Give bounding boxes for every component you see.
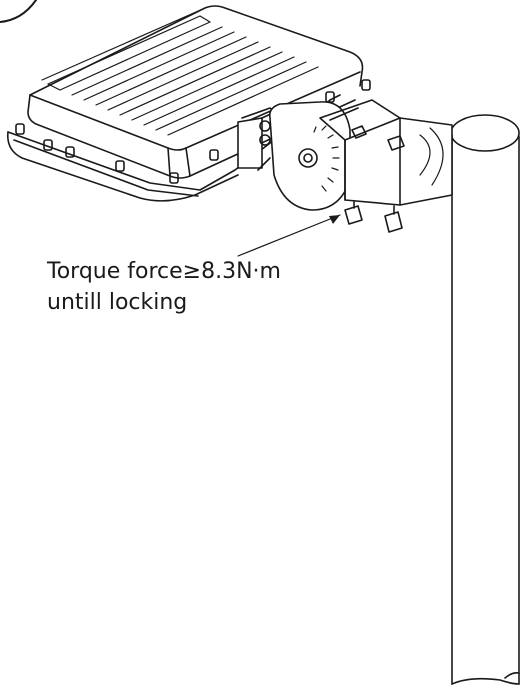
torque-annotation-line2: untill locking	[47, 290, 188, 315]
luminaire-housing	[6, 5, 371, 202]
pole	[450, 114, 520, 685]
leader-arrow	[237, 214, 341, 257]
angle-dial	[268, 101, 351, 211]
torque-annotation-line1: Torque force≥8.3N·m	[47, 259, 281, 284]
torque-annotation: Torque force≥8.3N·m untill locking	[47, 256, 281, 318]
step-circle	[0, 0, 37, 23]
slip-fitter	[319, 99, 453, 233]
mounting-bracket	[237, 107, 276, 171]
